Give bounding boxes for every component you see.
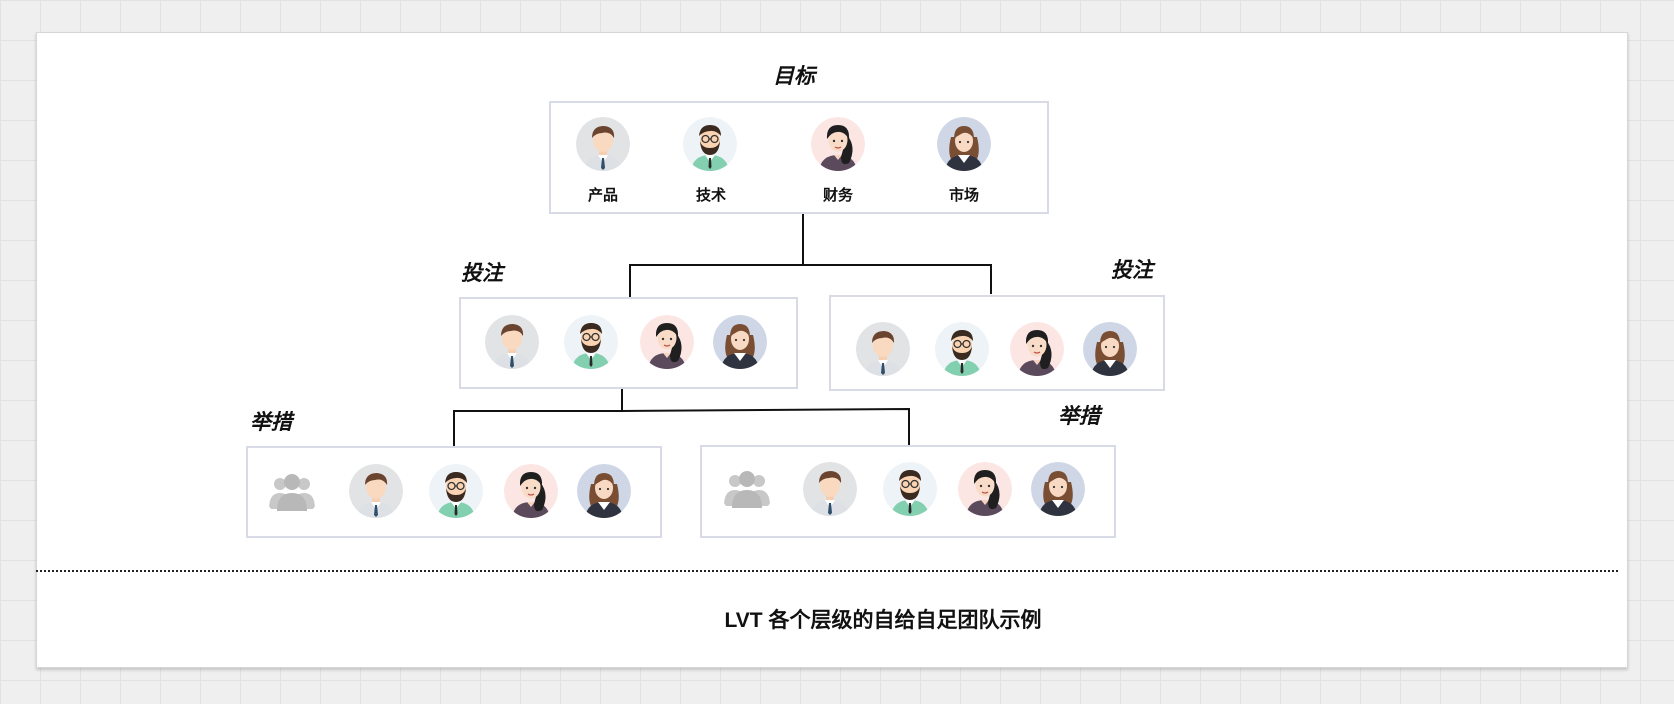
bet-team-box-right bbox=[829, 295, 1165, 391]
role-label-market: 市场 bbox=[948, 187, 979, 204]
male-product-avatar-icon bbox=[803, 462, 857, 516]
male-product-avatar-icon bbox=[576, 117, 630, 171]
dotted-divider bbox=[36, 570, 1618, 572]
male-product-avatar-icon bbox=[349, 464, 403, 518]
bearded-tech-avatar-icon bbox=[564, 315, 618, 369]
bet-team-box-left bbox=[459, 297, 798, 389]
action-level-label-left: 举措 bbox=[250, 411, 292, 434]
team-group-icon bbox=[720, 462, 774, 516]
role-label-product: 产品 bbox=[587, 187, 618, 204]
male-product-avatar-icon bbox=[485, 315, 539, 369]
bearded-tech-avatar-icon bbox=[935, 322, 989, 376]
bet-level-label-right: 投注 bbox=[1111, 259, 1153, 282]
female-finance-avatar-icon bbox=[1010, 322, 1064, 376]
diagram-caption: LVT 各个层级的自给自足团队示例 bbox=[724, 609, 1042, 632]
female-market-avatar-icon bbox=[1031, 462, 1085, 516]
team-group-icon bbox=[265, 465, 319, 519]
female-market-avatar-icon bbox=[937, 117, 991, 171]
action-team-box-left bbox=[246, 446, 662, 538]
female-finance-avatar-icon bbox=[504, 464, 558, 518]
goal-team-box: 产品 技术 财务 市场 bbox=[549, 101, 1049, 214]
bet-level-label-left: 投注 bbox=[461, 262, 503, 285]
female-finance-avatar-icon bbox=[958, 462, 1012, 516]
female-market-avatar-icon bbox=[577, 464, 631, 518]
female-market-avatar-icon bbox=[713, 315, 767, 369]
female-finance-avatar-icon bbox=[640, 315, 694, 369]
role-label-tech: 技术 bbox=[695, 187, 726, 204]
goal-level-label: 目标 bbox=[773, 65, 815, 88]
bearded-tech-avatar-icon bbox=[883, 462, 937, 516]
bearded-tech-avatar-icon bbox=[429, 464, 483, 518]
bearded-tech-avatar-icon bbox=[683, 117, 737, 171]
action-level-label-right: 举措 bbox=[1058, 405, 1100, 428]
role-label-finance: 财务 bbox=[822, 187, 853, 204]
female-finance-avatar-icon bbox=[811, 117, 865, 171]
female-market-avatar-icon bbox=[1083, 322, 1137, 376]
action-team-box-right bbox=[700, 445, 1116, 538]
male-product-avatar-icon bbox=[856, 322, 910, 376]
